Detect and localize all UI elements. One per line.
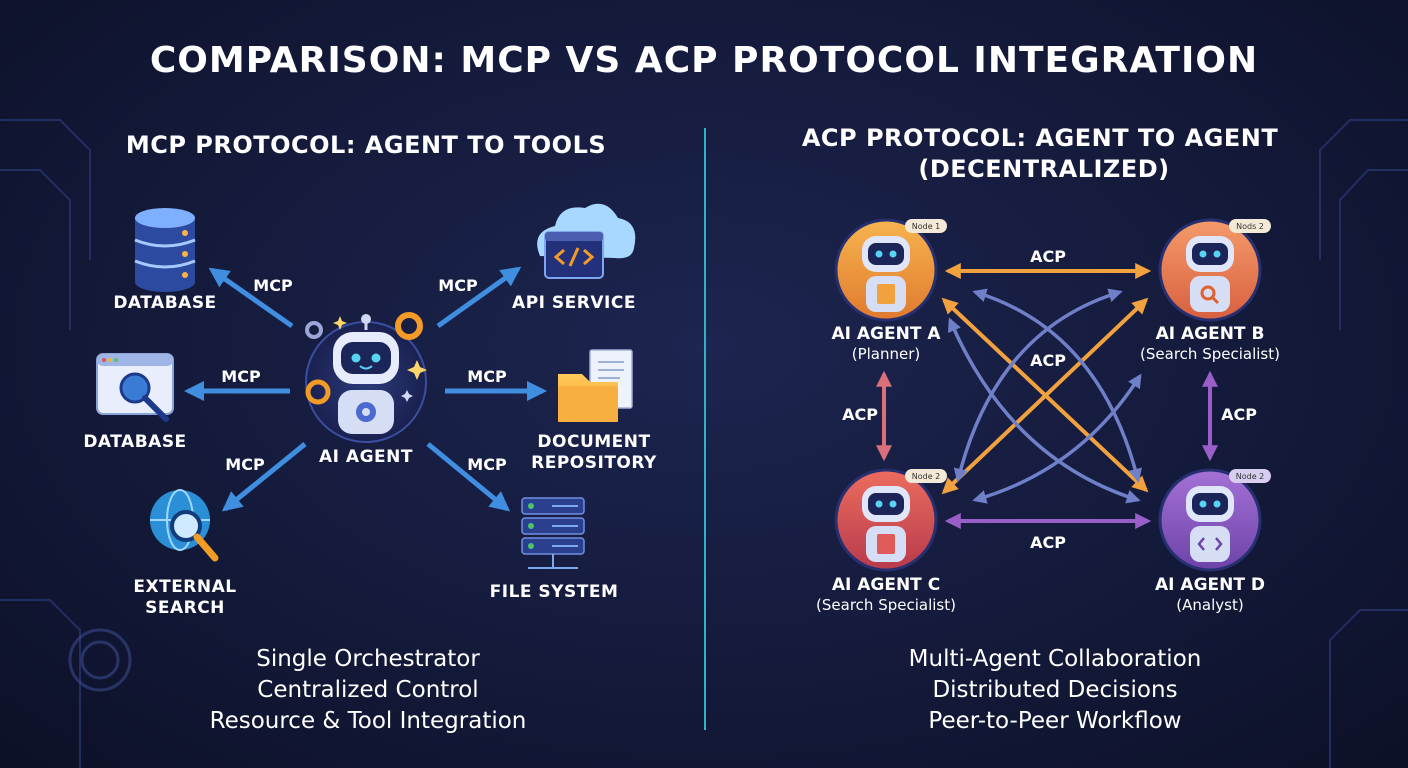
acp-curve-3 [947,317,1141,504]
server-rack-icon [521,497,585,569]
folder-document-icon [558,349,633,422]
mcp-edge-label-database-mid: MCP [221,367,261,386]
mcp-arrow-file-system [426,442,511,512]
database-top-label: DATABASE [113,293,217,313]
agent-c-role: (Search Specialist) [816,596,956,614]
agent-b-node-tag [1229,219,1271,233]
acp-footer-line-3: Peer-to-Peer Workflow [928,708,1182,734]
agent-d-name: AI AGENT D [1155,575,1265,595]
external-search-label-1: EXTERNAL [133,577,237,597]
mcp-edge-label-api-service: MCP [438,276,478,295]
agent-b-name: AI AGENT B [1155,324,1265,344]
cloud-code-icon [537,203,636,279]
agent-d-avatar-icon [1158,468,1262,572]
agent-a-role: (Planner) [851,345,921,363]
api-service-label: API SERVICE [512,293,636,313]
agent-b-node-tag-text: Nods 2 [1236,222,1264,231]
mcp-arrow-api-service [436,266,522,329]
agent-c-node-tag-text: Node 2 [912,472,941,481]
mcp-footer-line-2: Centralized Control [257,677,479,703]
ring-decoration [68,628,132,692]
mcp-arrows [184,266,547,512]
document-repository-label-2: REPOSITORY [531,453,657,473]
acp-arrows [876,263,1218,529]
ai-agent-label: AI AGENT [319,447,413,467]
agent-a-node-tag-text: Node 1 [912,222,941,231]
agent-c-name: AI AGENT C [831,575,941,595]
mcp-edge-label-database-top: MCP [253,276,293,295]
page-title: COMPARISON: MCP VS ACP PROTOCOL INTEGRAT… [149,40,1259,81]
acp-edge-label-center: ACP [1030,351,1066,370]
external-search-label-2: SEARCH [145,598,225,618]
browser-magnifier-icon [96,353,174,422]
mcp-edge-label-external-search: MCP [225,455,265,474]
file-system-label: FILE SYSTEM [489,582,619,602]
agent-c-node-tag [905,469,947,483]
mcp-footer-line-3: Resource & Tool Integration [209,708,527,734]
acp-edge-label-a-b: ACP [1030,247,1066,266]
globe-search-icon [150,489,219,562]
mcp-edge-label-document-repository: MCP [467,367,507,386]
mcp-footer-line-1: Single Orchestrator [256,646,480,672]
database-icon [134,208,196,292]
acp-heading-line1: ACP PROTOCOL: AGENT TO AGENT [801,124,1279,152]
mcp-arrow-external-search [221,442,307,512]
agent-d-role: (Analyst) [1176,596,1244,614]
acp-curve-2 [953,288,1123,483]
acp-edge-label-c-d: ACP [1030,533,1066,552]
acp-footer-line-1: Multi-Agent Collaboration [908,646,1202,672]
agent-a-avatar-icon [834,218,938,322]
acp-curve-4 [972,373,1142,504]
mcp-edge-label-file-system: MCP [467,455,507,474]
agent-b-avatar-icon [1158,218,1262,322]
agent-b-role: (Search Specialist) [1140,345,1280,363]
agent-a-name: AI AGENT A [831,324,941,344]
circuit-decoration [0,119,1408,768]
mcp-heading: MCP PROTOCOL: AGENT TO TOOLS [125,131,607,159]
agent-a-node-tag [905,219,947,233]
acp-heading-line2: (DECENTRALIZED) [918,155,1170,183]
agent-d-node-tag [1229,469,1271,483]
mcp-arrow-database-top [208,267,294,329]
acp-edge-label-b-d: ACP [1221,405,1257,424]
agent-c-avatar-icon [834,468,938,572]
central-ai-agent-icon [305,312,427,443]
acp-edge-label-a-c: ACP [842,405,878,424]
acp-footer-line-2: Distributed Decisions [932,677,1178,703]
database-mid-label: DATABASE [83,432,187,452]
document-repository-label-1: DOCUMENT [537,432,651,452]
agent-d-node-tag-text: Node 2 [1236,472,1265,481]
